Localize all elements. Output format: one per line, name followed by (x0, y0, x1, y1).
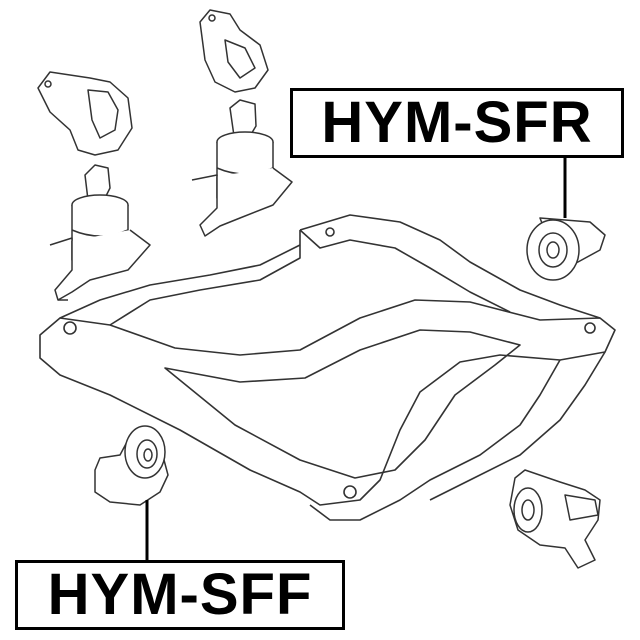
engine-mount-lower-right (509, 469, 601, 569)
part-label-sfr: HYM-SFR (290, 88, 624, 158)
engine-mount-hydraulic-center (191, 99, 293, 237)
mount-bushing-sfr (526, 217, 606, 281)
engine-mount-hydraulic-left (49, 164, 151, 301)
subframe (39, 214, 616, 521)
mount-bushing-sff (94, 425, 169, 506)
engine-mount-bracket-left (37, 71, 133, 156)
part-label-sff: HYM-SFF (15, 560, 345, 630)
engine-mount-bracket-center (199, 9, 269, 93)
